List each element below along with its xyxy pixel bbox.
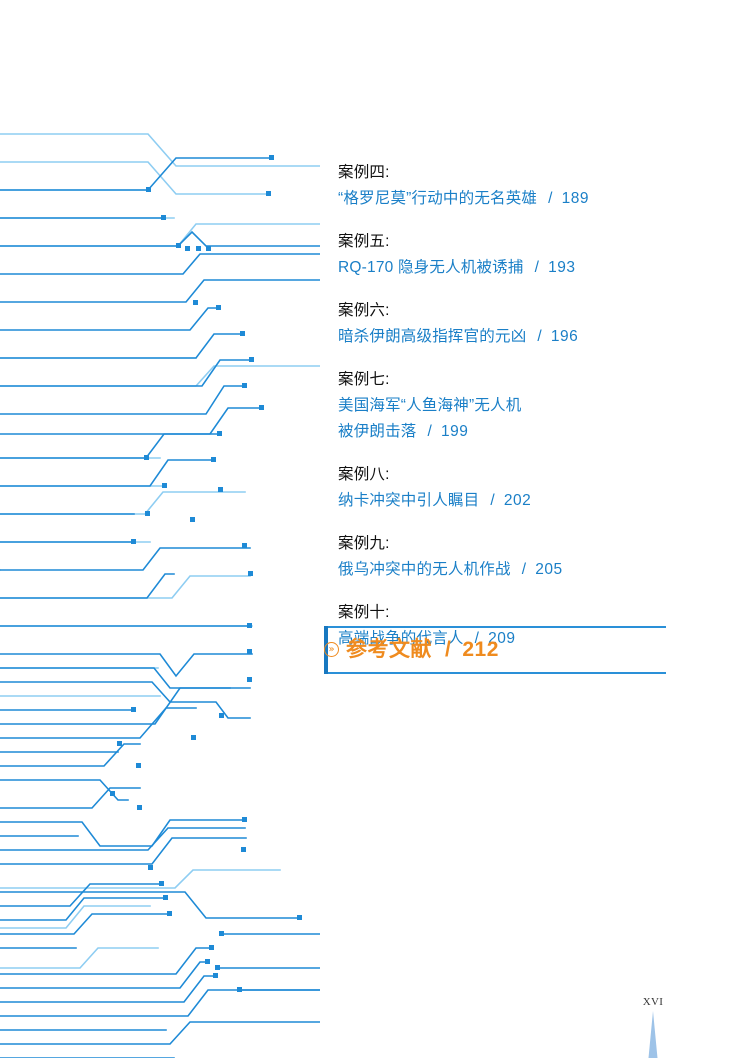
toc-entry[interactable]: 案例五: RQ-170 隐身无人机被诱捕 / 193 bbox=[338, 229, 678, 281]
toc-page-number: 205 bbox=[535, 561, 563, 578]
section-rule-top bbox=[324, 626, 666, 628]
page-spire-ornament bbox=[648, 1011, 658, 1058]
toc-separator: / bbox=[548, 190, 553, 207]
page-number: XVI bbox=[642, 996, 664, 1008]
references-entry[interactable]: 参考文献 / 212 bbox=[346, 636, 499, 664]
toc-entry-title: “格罗尼莫”行动中的无名英雄 / 189 bbox=[338, 186, 678, 212]
toc-page-number: 193 bbox=[548, 259, 576, 276]
toc-page-number: 202 bbox=[503, 492, 532, 509]
toc-entry-label: 案例十: bbox=[338, 604, 390, 621]
toc-page-number: 189 bbox=[561, 190, 590, 207]
table-of-contents: 案例四: “格罗尼莫”行动中的无名英雄 / 189 案例五: RQ-170 隐身无人机被诱… bbox=[338, 160, 678, 669]
toc-title-text: 被伊朗击落 bbox=[338, 423, 417, 440]
toc-separator: / bbox=[474, 630, 480, 647]
references-page-number: 212 bbox=[462, 638, 499, 661]
toc-page-number: 199 bbox=[441, 423, 469, 440]
double-chevron-right-icon: » bbox=[324, 642, 339, 657]
toc-entry-label: 案例九: bbox=[338, 535, 390, 552]
toc-title-text: 高端战争的代言人 bbox=[338, 630, 464, 647]
toc-entry-title: 暗杀伊朗高级指挥官的元凶 / 196 bbox=[338, 324, 678, 350]
circuit-trace-pattern bbox=[0, 133, 320, 1058]
toc-separator: / bbox=[534, 259, 540, 276]
toc-separator: / bbox=[427, 423, 433, 440]
toc-separator: / bbox=[490, 492, 495, 509]
toc-separator: / bbox=[537, 328, 542, 345]
toc-entry[interactable]: 案例八: 纳卡冲突中引人瞩目 / 202 bbox=[338, 462, 678, 514]
toc-entry-title: 高端战争的代言人 / 209 bbox=[338, 626, 678, 652]
section-rule-bottom bbox=[324, 672, 666, 674]
toc-title-text: RQ-170 隐身无人机被诱捕 bbox=[338, 259, 524, 276]
toc-entry-label: 案例六: bbox=[338, 302, 390, 319]
toc-page-number: 209 bbox=[488, 630, 516, 647]
toc-entry[interactable]: 案例四: “格罗尼莫”行动中的无名英雄 / 189 bbox=[338, 160, 678, 212]
toc-entry[interactable]: 案例七: 美国海军“人鱼海神”无人机被伊朗击落 / 199 bbox=[338, 367, 678, 445]
toc-entry[interactable]: 案例十: 高端战争的代言人 / 209 bbox=[338, 600, 678, 652]
toc-title-text: 美国海军“人鱼海神”无人机 bbox=[338, 397, 522, 414]
toc-entry-label: 案例七: bbox=[338, 371, 390, 388]
toc-title-text: 纳卡冲突中引人瞩目 bbox=[338, 492, 480, 509]
references-title: 参考文献 bbox=[346, 638, 432, 661]
toc-entry[interactable]: 案例九: 俄乌冲突中的无人机作战 / 205 bbox=[338, 531, 678, 583]
toc-title-text: “格罗尼莫”行动中的无名英雄 bbox=[338, 190, 538, 207]
toc-entry-label: 案例五: bbox=[338, 233, 390, 250]
toc-title-text: 暗杀伊朗高级指挥官的元凶 bbox=[338, 328, 527, 345]
toc-separator: / bbox=[521, 561, 527, 578]
toc-entry[interactable]: 案例六: 暗杀伊朗高级指挥官的元凶 / 196 bbox=[338, 298, 678, 350]
toc-entry-label: 案例四: bbox=[338, 164, 390, 181]
references-separator: / bbox=[445, 638, 452, 661]
toc-page-number: 196 bbox=[550, 328, 579, 345]
toc-entry-label: 案例八: bbox=[338, 466, 390, 483]
toc-entry-title: 美国海军“人鱼海神”无人机 bbox=[338, 393, 678, 419]
references-section[interactable]: » 参考文献/212 bbox=[324, 626, 666, 674]
toc-entry-title: 被伊朗击落 / 199 bbox=[338, 419, 678, 445]
toc-title-text: 俄乌冲突中的无人机作战 bbox=[338, 561, 511, 578]
toc-entry-title: 俄乌冲突中的无人机作战 / 205 bbox=[338, 557, 678, 583]
toc-entry-title: 纳卡冲突中引人瞩目 / 202 bbox=[338, 488, 678, 514]
toc-entry-title: RQ-170 隐身无人机被诱捕 / 193 bbox=[338, 255, 678, 281]
